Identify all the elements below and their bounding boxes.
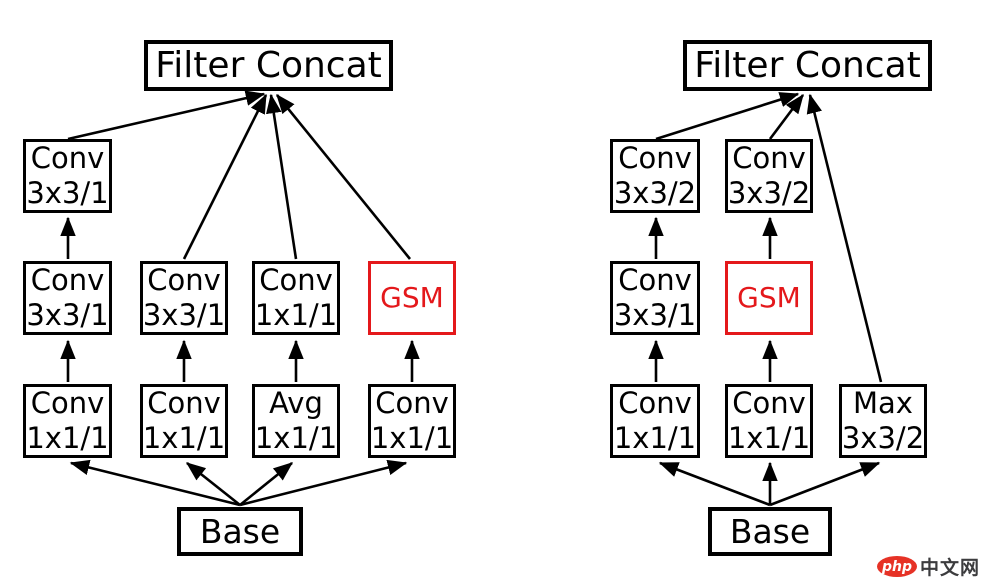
edge-right-c2top-concat (768, 93, 805, 140)
node-label-line1: Conv (30, 386, 105, 421)
node-label-line1: Conv (30, 263, 105, 298)
edge-left-base-c2bot (185, 461, 241, 507)
php-logo-text: 中文网 (919, 557, 980, 579)
node-right-col1-top-conv-3x3-2: Conv 3x3/2 (610, 139, 700, 213)
node-left-col3-mid-conv-1x1-1: Conv 1x1/1 (252, 261, 340, 335)
node-label: GSM (737, 281, 801, 315)
node-label-line1: Conv (618, 386, 692, 421)
node-left-col4-bot-conv-1x1-1: Conv 1x1/1 (368, 384, 456, 458)
node-label-line1: Conv (147, 386, 221, 421)
node-left-gsm: GSM (368, 261, 456, 335)
node-base-right: Base (708, 507, 832, 556)
node-label-line1: Conv (30, 141, 105, 176)
node-label-line1: Conv (618, 141, 692, 176)
node-right-col1-bot-conv-1x1-1: Conv 1x1/1 (610, 384, 700, 458)
node-right-col2-bot-conv-1x1-1: Conv 1x1/1 (725, 384, 813, 458)
edge-left-c3mid-concat (266, 93, 298, 260)
node-label-line2: 1x1/1 (142, 421, 226, 455)
node-label-line1: Conv (732, 386, 806, 421)
node-label-line1: Avg (269, 386, 323, 421)
node-label-line2: 3x3/2 (841, 421, 925, 455)
node-base-left: Base (177, 507, 303, 556)
edge-left-base-c3bot (239, 461, 294, 507)
php-cn-watermark: php 中文网 (876, 553, 980, 580)
node-label-line2: 1x1/1 (613, 421, 697, 455)
node-label-line2: 3x3/2 (613, 176, 697, 210)
node-label: Base (199, 511, 281, 551)
node-left-col1-top-conv-3x3-1: Conv 3x3/1 (23, 139, 112, 213)
node-label-line2: 3x3/1 (142, 298, 226, 332)
node-right-col3-bot-max-3x3-2: Max 3x3/2 (839, 384, 927, 458)
node-label-line2: 1x1/1 (26, 421, 109, 455)
node-left-col1-mid-conv-3x3-1: Conv 3x3/1 (23, 261, 112, 335)
node-label-line1: Conv (375, 386, 449, 421)
node-filter-concat-left: Filter Concat (144, 40, 393, 91)
node-label: Filter Concat (155, 44, 382, 86)
edge-left-c2mid-concat (182, 93, 268, 260)
node-right-gsm: GSM (725, 261, 813, 335)
edge-right-base-c1bot (658, 461, 771, 507)
edge-right-c1top-concat (655, 92, 800, 141)
node-label-line2: 3x3/1 (613, 298, 697, 332)
node-label-line1: Conv (618, 263, 692, 298)
node-label-line1: Conv (259, 263, 333, 298)
node-label: Filter Concat (694, 44, 921, 86)
node-left-col2-bot-conv-1x1-1: Conv 1x1/1 (140, 384, 228, 458)
edge-left-base-c4bot (239, 459, 408, 507)
node-label: GSM (380, 281, 444, 315)
node-label: Base (729, 511, 811, 551)
edge-left-base-c1bot (69, 459, 241, 507)
php-logo-badge: php (876, 556, 917, 577)
node-label-line2: 3x3/2 (727, 176, 811, 210)
node-label-line2: 1x1/1 (727, 421, 811, 455)
node-label-line2: 1x1/1 (370, 421, 454, 455)
node-filter-concat-right: Filter Concat (683, 40, 932, 91)
node-label-line2: 3x3/1 (26, 176, 109, 210)
node-left-col3-bot-avg-1x1-1: Avg 1x1/1 (252, 384, 340, 458)
node-label-line1: Max (853, 386, 913, 421)
node-label-line2: 1x1/1 (254, 421, 338, 455)
edge-left-gsm-concat (275, 93, 412, 260)
node-label-line1: Conv (732, 141, 806, 176)
node-left-col1-bot-conv-1x1-1: Conv 1x1/1 (23, 384, 112, 458)
node-label-line1: Conv (147, 263, 221, 298)
node-label-line2: 1x1/1 (254, 298, 338, 332)
node-left-col2-mid-conv-3x3-1: Conv 3x3/1 (140, 261, 228, 335)
edge-left-c1top-concat (67, 90, 266, 141)
edge-right-base-max (769, 461, 881, 507)
node-right-col2-top-conv-3x3-2: Conv 3x3/2 (725, 139, 813, 213)
node-label-line2: 3x3/1 (26, 298, 109, 332)
edge-right-max-concat (806, 93, 883, 383)
node-right-col1-mid-conv-3x3-1: Conv 3x3/1 (610, 261, 700, 335)
